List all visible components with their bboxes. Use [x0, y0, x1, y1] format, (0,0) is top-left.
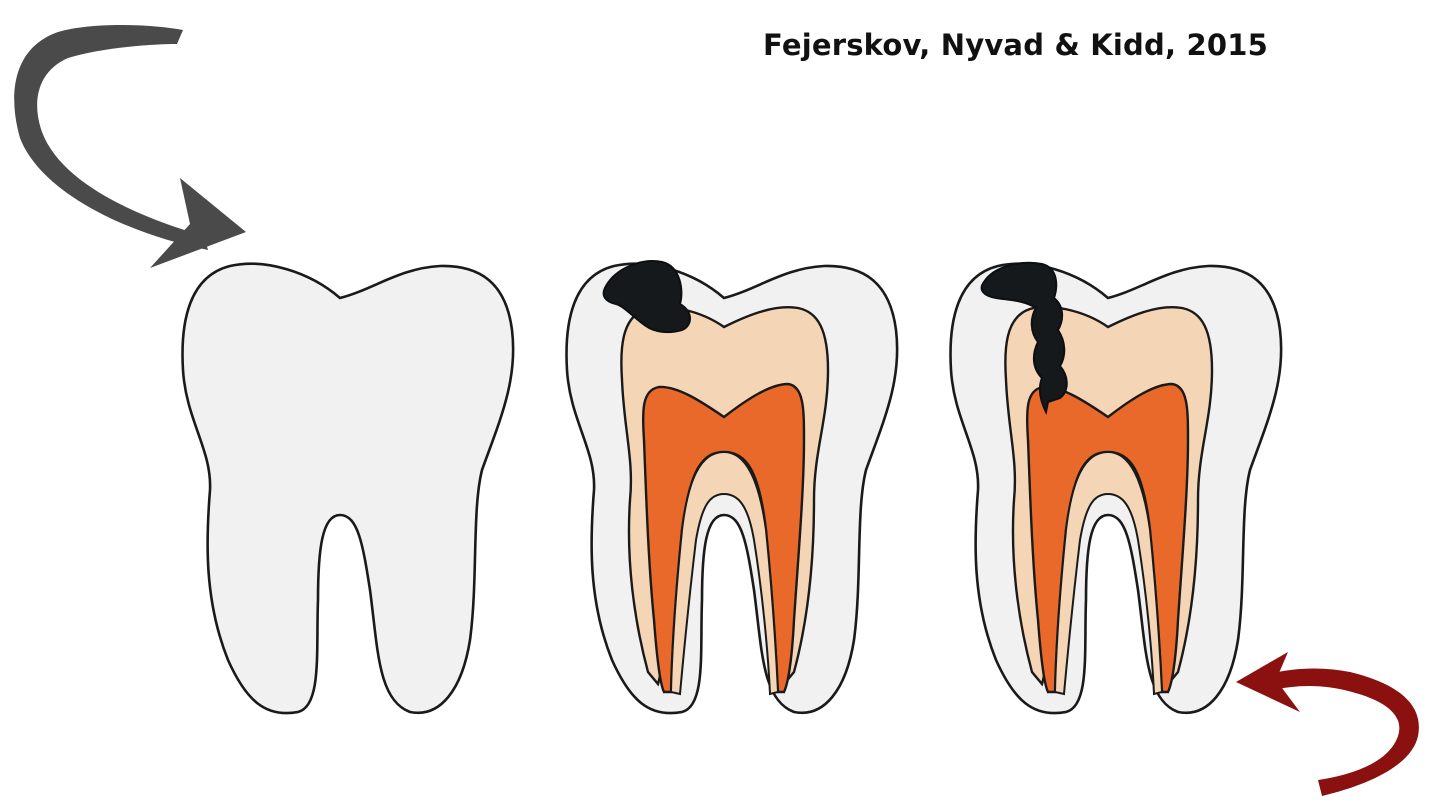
- tooth-caries-reaching-pulp: [951, 263, 1282, 713]
- curved-arrow-top-left: [14, 25, 246, 268]
- curved-arrow-bottom-right: [1236, 652, 1419, 796]
- healthy-tooth: [183, 264, 514, 713]
- tooth-caries-in-dentin: [567, 261, 898, 713]
